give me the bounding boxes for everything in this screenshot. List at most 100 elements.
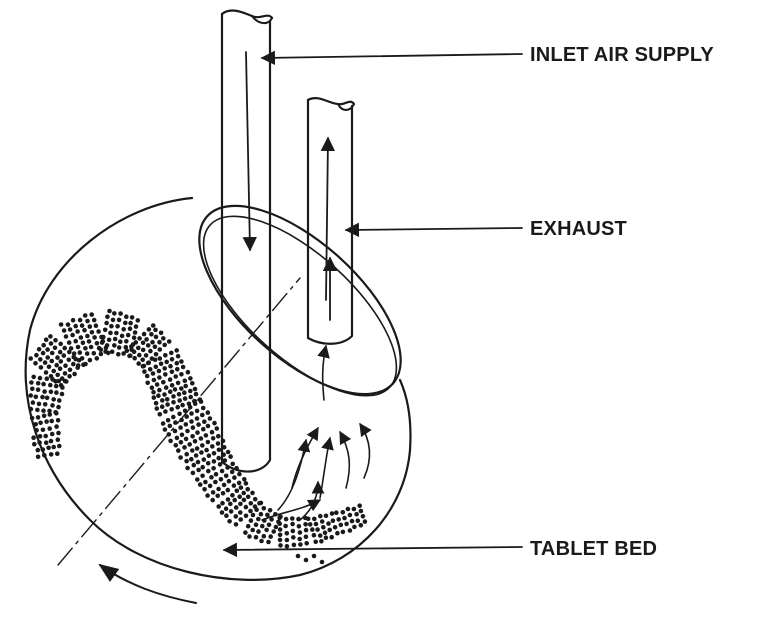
tablet-dot	[144, 373, 150, 379]
tablet-dot	[156, 393, 161, 399]
tablet-dot	[219, 468, 225, 474]
tablet-dot	[35, 387, 41, 393]
tablet-dot	[177, 398, 182, 403]
tablet-dot	[49, 418, 54, 424]
tablet-dot	[284, 531, 290, 536]
tablet-dot	[153, 334, 159, 340]
tablet-dot	[205, 410, 211, 415]
tablet-dot	[268, 534, 274, 539]
tablet-dot	[171, 400, 176, 405]
tablet-dot	[89, 330, 95, 335]
tablet-dot	[220, 500, 225, 506]
tablet-dot	[322, 530, 328, 536]
tablet-dot	[30, 400, 36, 405]
tablet-dot	[132, 330, 138, 335]
tablet-dot	[342, 515, 347, 521]
tablet-dot	[180, 364, 186, 370]
tablet-dot	[40, 350, 46, 356]
tablet-dot	[175, 366, 180, 372]
tablet-dot	[194, 446, 200, 451]
tablet-dot	[173, 374, 178, 379]
tablet-dot	[41, 413, 47, 419]
tablet-dot	[36, 347, 42, 352]
tablet-dot	[131, 335, 137, 341]
tablet-dot	[58, 341, 63, 347]
tablet-dot	[71, 361, 76, 367]
tablet-dot	[72, 371, 77, 377]
tablet-dot	[44, 395, 50, 401]
tablet-dot	[28, 393, 33, 398]
tablet-dot	[172, 428, 178, 434]
tablet-dot	[205, 493, 210, 498]
tablet-dot	[261, 506, 267, 511]
tablet-dot	[46, 445, 51, 451]
tablet-dot	[38, 357, 43, 362]
tablet-dot	[55, 372, 60, 378]
tablet-dot	[253, 522, 259, 527]
tablet-dot	[296, 524, 302, 529]
tablet-dot	[101, 334, 106, 340]
tablet-dot	[156, 368, 162, 374]
tablet-dot	[340, 529, 346, 535]
tablet-dot	[226, 478, 232, 484]
tablet-dot	[169, 357, 175, 362]
tablet-dot	[67, 367, 73, 373]
tablet-dot	[210, 490, 216, 495]
tablet-dot	[112, 311, 117, 316]
tablet-dot	[31, 374, 36, 380]
tablet-dot	[201, 426, 206, 432]
tablet-dot	[159, 404, 165, 410]
tablet-dot	[230, 461, 235, 467]
exhaust-pipe	[306, 96, 356, 345]
tablet-dot	[269, 517, 274, 522]
label-tablet-bed: TABLET BED	[530, 538, 657, 560]
tablet-dot	[234, 488, 240, 494]
tablet-dot	[210, 444, 215, 449]
tablet-dot	[179, 386, 184, 391]
tablet-dot	[66, 340, 72, 345]
tablet-dot	[245, 486, 250, 492]
tablet-dot	[278, 543, 283, 548]
tablet-dot	[36, 401, 42, 407]
tablet-dot	[67, 349, 72, 355]
tablet-dot	[238, 510, 243, 515]
tablet-dot	[141, 331, 147, 337]
tablet-dot	[35, 454, 41, 460]
tablet-dot	[197, 482, 203, 487]
tablet-dot	[311, 553, 317, 559]
tablet-dot	[207, 416, 213, 421]
tablet-dot	[184, 451, 189, 457]
tablet-dot	[192, 401, 198, 407]
tablet-dot	[58, 383, 64, 388]
tablet-dot	[205, 461, 211, 466]
tablet-dot	[245, 494, 251, 500]
tablet-dot	[264, 527, 269, 533]
tablet-dot	[213, 472, 219, 477]
tablet-dot	[203, 433, 209, 438]
tablet-dot	[357, 503, 363, 509]
tablet-dot	[33, 361, 38, 366]
tablet-dot	[157, 339, 162, 345]
tablet-dot	[185, 369, 191, 375]
tablet-dot	[162, 427, 168, 432]
tablet-dot	[35, 407, 40, 413]
tablet-dot	[258, 511, 264, 517]
tablet-dot	[125, 332, 131, 338]
tablet-dot	[169, 369, 175, 375]
tablet-dot	[259, 538, 264, 544]
tablet-dot	[37, 375, 43, 381]
tablet-dot	[43, 440, 49, 446]
tablet-dot	[157, 356, 163, 361]
tablet-dot	[233, 514, 239, 519]
tablet-dot	[326, 521, 331, 526]
tablet-dot	[236, 480, 242, 486]
tablet-dot	[215, 493, 220, 499]
tablet-dot	[152, 344, 158, 350]
tablet-dot	[218, 477, 224, 482]
tablet-dot	[165, 418, 171, 423]
tablet-dot	[202, 419, 207, 425]
tablet-dot	[283, 516, 289, 522]
tablet-dot	[200, 443, 205, 448]
tablet-dot	[77, 350, 83, 355]
tablet-dot	[222, 458, 228, 463]
